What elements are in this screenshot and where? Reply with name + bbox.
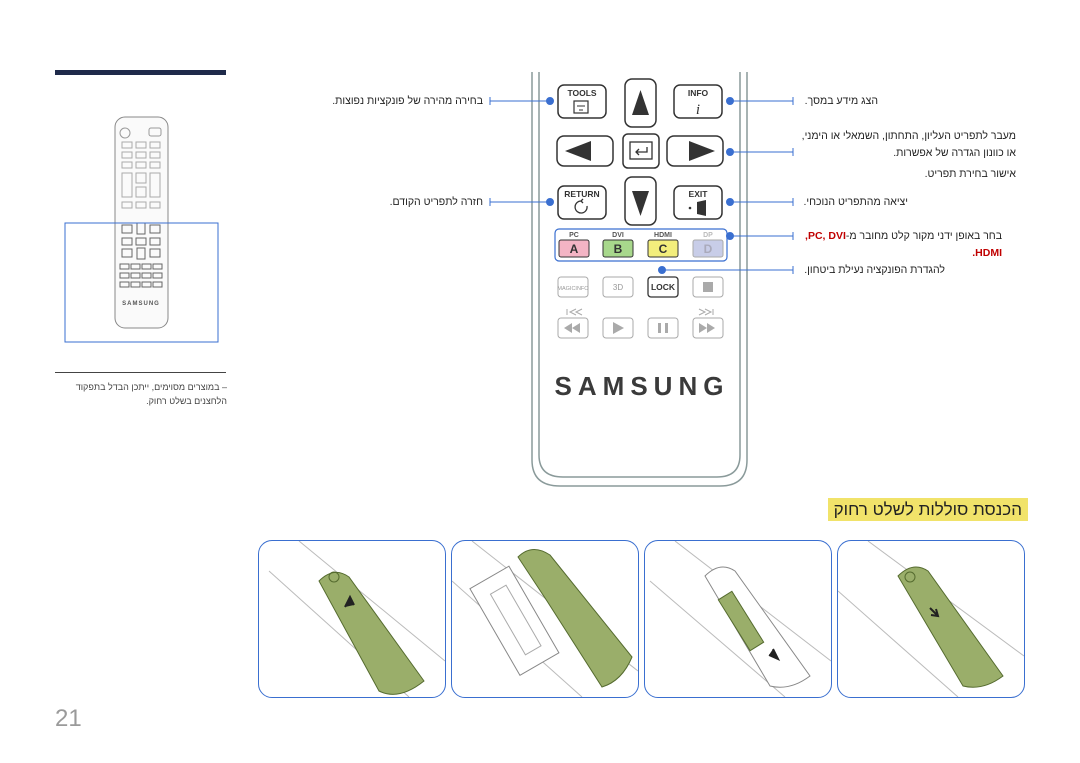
source-label-dp: DP: [703, 232, 713, 239]
battery-step-panel-2: [644, 540, 832, 698]
fast-forward-button[interactable]: [692, 317, 724, 339]
mini-remote-brand: SAMSUNG: [122, 301, 160, 307]
svg-text:TOOLS: TOOLS: [567, 88, 596, 98]
remote-illustration: TOOLS INFO i: [525, 70, 755, 490]
svg-text:MAGICINFO: MAGICINFO: [557, 286, 589, 292]
svg-text:B: B: [614, 242, 623, 256]
magicinfo-button[interactable]: MAGICINFO: [557, 276, 589, 298]
callout-lock: להגדרת הפונקציה נעילת ביטחון.: [804, 264, 945, 276]
callout-source-comma: ,: [805, 230, 808, 242]
svg-text:INFO: INFO: [688, 88, 709, 98]
return-button[interactable]: RETURN: [557, 185, 607, 220]
svg-text:EXIT: EXIT: [689, 189, 709, 199]
callout-source-pc: PC: [807, 230, 823, 242]
right-arrow-button[interactable]: [666, 135, 724, 167]
top-rule: [55, 70, 226, 75]
sidebar-note: – במוצרים מסוימים, ייתכן הבדל בתפקוד הלח…: [75, 382, 227, 406]
key-a-button[interactable]: A: [558, 239, 590, 258]
callout-source-prefix: בחר באופן ידני מקור קלט מחובר מ-: [845, 230, 1002, 242]
exit-button[interactable]: EXIT: [673, 185, 723, 220]
svg-text:D: D: [704, 242, 713, 256]
svg-text:3D: 3D: [613, 283, 623, 292]
note-rule: [55, 372, 226, 373]
left-arrow-button[interactable]: [556, 135, 614, 167]
svg-text:A: A: [570, 242, 579, 256]
callout-tools: בחירה מהירה של פונקציות נפוצות.: [332, 95, 483, 107]
lock-button[interactable]: LOCK: [647, 276, 679, 298]
brand-logo: SAMSUNG: [555, 371, 730, 401]
up-arrow-button[interactable]: [624, 78, 657, 128]
svg-text:RETURN: RETURN: [564, 189, 599, 199]
callout-return: חזרה לתפריט הקודם.: [389, 196, 483, 208]
section-title-wrap: הכנסת סוללות לשלט רחוק: [827, 498, 1028, 521]
battery-step-panel-3: [451, 540, 639, 698]
callout-source-sep: ,: [822, 230, 829, 242]
info-button[interactable]: INFO i: [673, 84, 723, 119]
rewind-button[interactable]: [557, 317, 589, 339]
page-number: 21: [55, 705, 82, 732]
battery-step-panel-1: [837, 540, 1025, 698]
source-label-pc: PC: [569, 232, 579, 239]
key-c-button[interactable]: C: [647, 239, 679, 258]
callout-exit: יציאה מהתפריט הנוכחי.: [803, 196, 908, 208]
callout-info: הצג מידע במסך.: [804, 95, 878, 107]
callout-navigation: מעבר לתפריט העליון, התחתון, השמאלי או הי…: [796, 128, 1016, 183]
down-arrow-button[interactable]: [624, 176, 657, 226]
tools-button[interactable]: TOOLS: [557, 84, 607, 119]
battery-step-panel-4: [258, 540, 446, 698]
callout-nav-line1: מעבר לתפריט העליון, התחתון, השמאלי או הי…: [801, 130, 1016, 142]
section-title: הכנסת סוללות לשלט רחוק: [827, 498, 1028, 521]
source-label-hdmi: HDMI: [654, 232, 672, 239]
pause-button[interactable]: [647, 317, 679, 339]
enter-button[interactable]: [622, 133, 660, 169]
mini-remote-illustration: SAMSUNG: [64, 115, 224, 343]
callout-nav-line3: אישור בחירת תפריט.: [924, 168, 1016, 180]
callout-source: בחר באופן ידני מקור קלט מחובר מ- PC, DVI,…: [782, 228, 1002, 262]
callout-source-dvi: DVI: [828, 230, 846, 242]
source-label-dvi: DVI: [612, 232, 624, 239]
stop-button[interactable]: [692, 276, 724, 298]
callout-nav-line2: או כוונון הגדרה של אפשרות.: [893, 147, 1016, 159]
key-d-button[interactable]: D: [692, 239, 724, 258]
svg-text:i: i: [696, 102, 700, 118]
callout-source-dot: .: [972, 247, 976, 259]
play-button[interactable]: [602, 317, 634, 339]
svg-text:LOCK: LOCK: [651, 282, 676, 292]
3d-button[interactable]: 3D: [602, 276, 634, 298]
svg-text:C: C: [659, 242, 668, 256]
key-b-button[interactable]: B: [602, 239, 634, 258]
callout-source-hdmi: HDMI: [975, 247, 1002, 259]
